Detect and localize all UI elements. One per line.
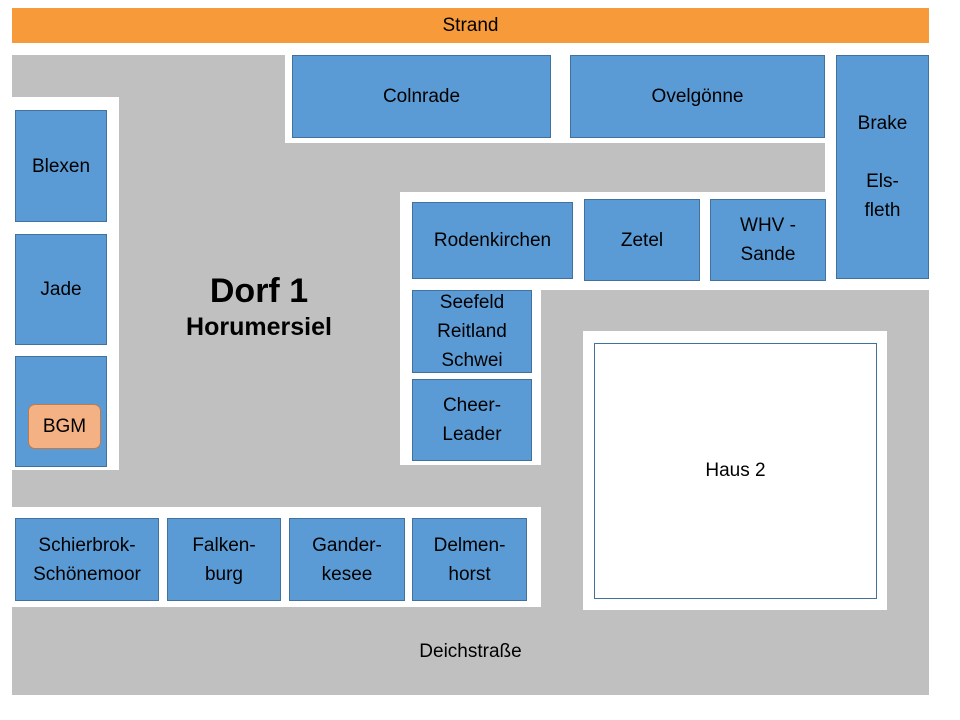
block-seefeld[interactable]: Seefeld Reitland Schwei [412,290,532,373]
block-blexen[interactable]: Blexen [15,110,107,222]
block-jade-line-1: Jade [40,279,82,300]
block-whv-line-1: WHV - [740,215,796,236]
block-blexen-line-1: Blexen [31,155,91,177]
block-brake[interactable]: Brake Els- fleth [836,55,929,279]
village-title: Dorf 1 [209,272,309,310]
bgm-badge-label: BGM [42,415,87,437]
block-jade[interactable]: Jade [15,234,107,345]
road-label: Deichstraße [12,632,929,672]
block-falkenburg-line-1: Falken- [192,534,256,556]
block-brake-line-3: Els- [866,171,899,192]
block-cheerleader-line-2: Leader [442,424,502,445]
block-ovelgoenne-line-1: Ovelgönne [651,86,744,107]
block-zetel[interactable]: Zetel [584,199,700,281]
block-falkenburg-line-2: burg [204,563,243,585]
block-ganderkesee[interactable]: Gander- kesee [289,518,405,601]
block-brake-line-4: fleth [864,200,901,221]
block-rodenkirchen[interactable]: Rodenkirchen [412,202,573,279]
village-subtitle: Horumersiel [186,313,332,341]
block-colnrade[interactable]: Colnrade [292,55,551,138]
block-schierbrok[interactable]: Schierbrok- Schönemoor [15,518,159,601]
block-cheerleader[interactable]: Cheer- Leader [412,379,532,461]
house-2[interactable]: Haus 2 [594,343,877,599]
block-seefeld-line-1: Seefeld [439,292,505,313]
block-schierbrok-line-1: Schierbrok- [38,534,136,556]
block-whv-sande[interactable]: WHV - Sande [710,199,826,281]
house-2-label: Haus 2 [705,460,766,481]
block-delmenhorst[interactable]: Delmen- horst [412,518,527,601]
block-whv-line-2: Sande [740,244,796,265]
road-name: Deichstraße [419,641,522,662]
block-ovelgoenne[interactable]: Ovelgönne [570,55,825,138]
block-brake-line-2 [858,138,908,167]
block-rodenkirchen-line-1: Rodenkirchen [433,230,552,251]
block-delmenhorst-line-1: Delmen- [433,534,506,556]
block-schierbrok-line-2: Schönemoor [33,563,141,585]
block-ganderkesee-line-1: Gander- [312,534,382,556]
block-seefeld-line-3: Schwei [441,350,503,371]
block-falkenburg[interactable]: Falken- burg [167,518,281,601]
bgm-badge[interactable]: BGM [28,404,101,449]
block-seefeld-line-2: Reitland [437,321,507,342]
block-ganderkesee-line-2: kesee [321,563,373,585]
block-delmenhorst-line-2: horst [448,563,491,585]
beach-strip: Strand [12,8,929,43]
block-zetel-line-1: Zetel [620,229,664,251]
block-colnrade-line-1: Colnrade [382,86,461,107]
block-cheerleader-line-1: Cheer- [442,395,502,416]
village-label: Dorf 1 Horumersiel [128,262,390,352]
beach-label: Strand [442,14,499,36]
block-brake-line-1: Brake [857,113,908,134]
